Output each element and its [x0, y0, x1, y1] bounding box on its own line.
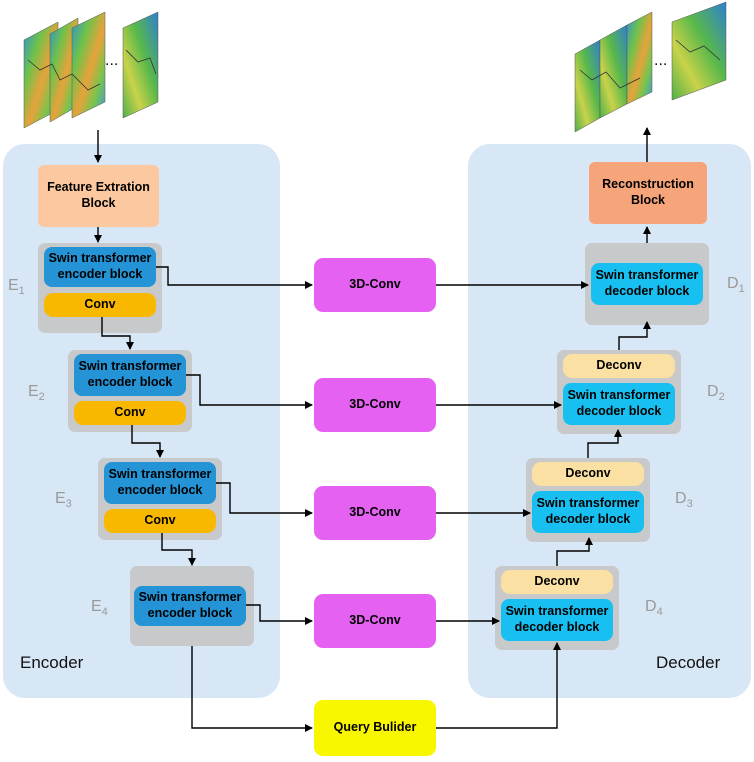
input-ellipsis: ...	[105, 52, 119, 69]
conv3d-3: 3D-Conv	[314, 486, 436, 540]
output-map-layer-2	[599, 24, 628, 119]
query-builder: Query Bulider	[314, 700, 436, 756]
decoder-block-3: Swin transformer decoder block	[532, 491, 644, 533]
deconv-4: Deconv	[501, 570, 613, 594]
encoder-title: Encoder	[20, 653, 84, 672]
encoder-block-2: Swin transformer encoder block	[74, 354, 186, 396]
label-d3: D3	[675, 490, 693, 511]
input-map-layer-3	[71, 11, 106, 119]
label-d2: D2	[707, 383, 725, 404]
decoder-block-4: Swin transformer decoder block	[501, 599, 613, 641]
conv-3: Conv	[104, 509, 216, 533]
conv-2: Conv	[74, 401, 186, 425]
encoder-block-3: Swin transformer encoder block	[104, 462, 216, 504]
input-map-layer-1	[23, 21, 59, 129]
reconstruction-block: Reconstruction Block	[589, 162, 707, 224]
label-d4: D4	[645, 598, 663, 619]
decoder-block-2: Swin transformer decoder block	[563, 383, 675, 425]
conv-1: Conv	[44, 293, 156, 317]
output-map-layer-3	[626, 11, 653, 105]
input-map-layer-2	[49, 17, 79, 123]
conv3d-4: 3D-Conv	[314, 594, 436, 648]
output-ellipsis: ...	[654, 52, 668, 69]
output-map-layer-1	[574, 39, 601, 133]
encoder-block-4: Swin transformer encoder block	[134, 586, 246, 626]
decoder-block-1: Swin transformer decoder block	[591, 263, 703, 305]
feature-extraction-block: Feature Extration Block	[38, 165, 159, 227]
deconv-2: Deconv	[563, 354, 675, 378]
label-e4: E4	[91, 598, 108, 619]
conv3d-2: 3D-Conv	[314, 378, 436, 432]
label-d1: D1	[727, 275, 745, 296]
encoder-block-1: Swin transformer encoder block	[44, 247, 156, 287]
input-map-layer-4	[122, 11, 159, 119]
output-map-layer-4	[671, 1, 727, 101]
decoder-title: Decoder	[656, 653, 721, 672]
label-e1: E1	[8, 277, 25, 298]
label-e3: E3	[55, 490, 72, 511]
deconv-3: Deconv	[532, 462, 644, 486]
conv3d-1: 3D-Conv	[314, 258, 436, 312]
label-e2: E2	[28, 383, 45, 404]
